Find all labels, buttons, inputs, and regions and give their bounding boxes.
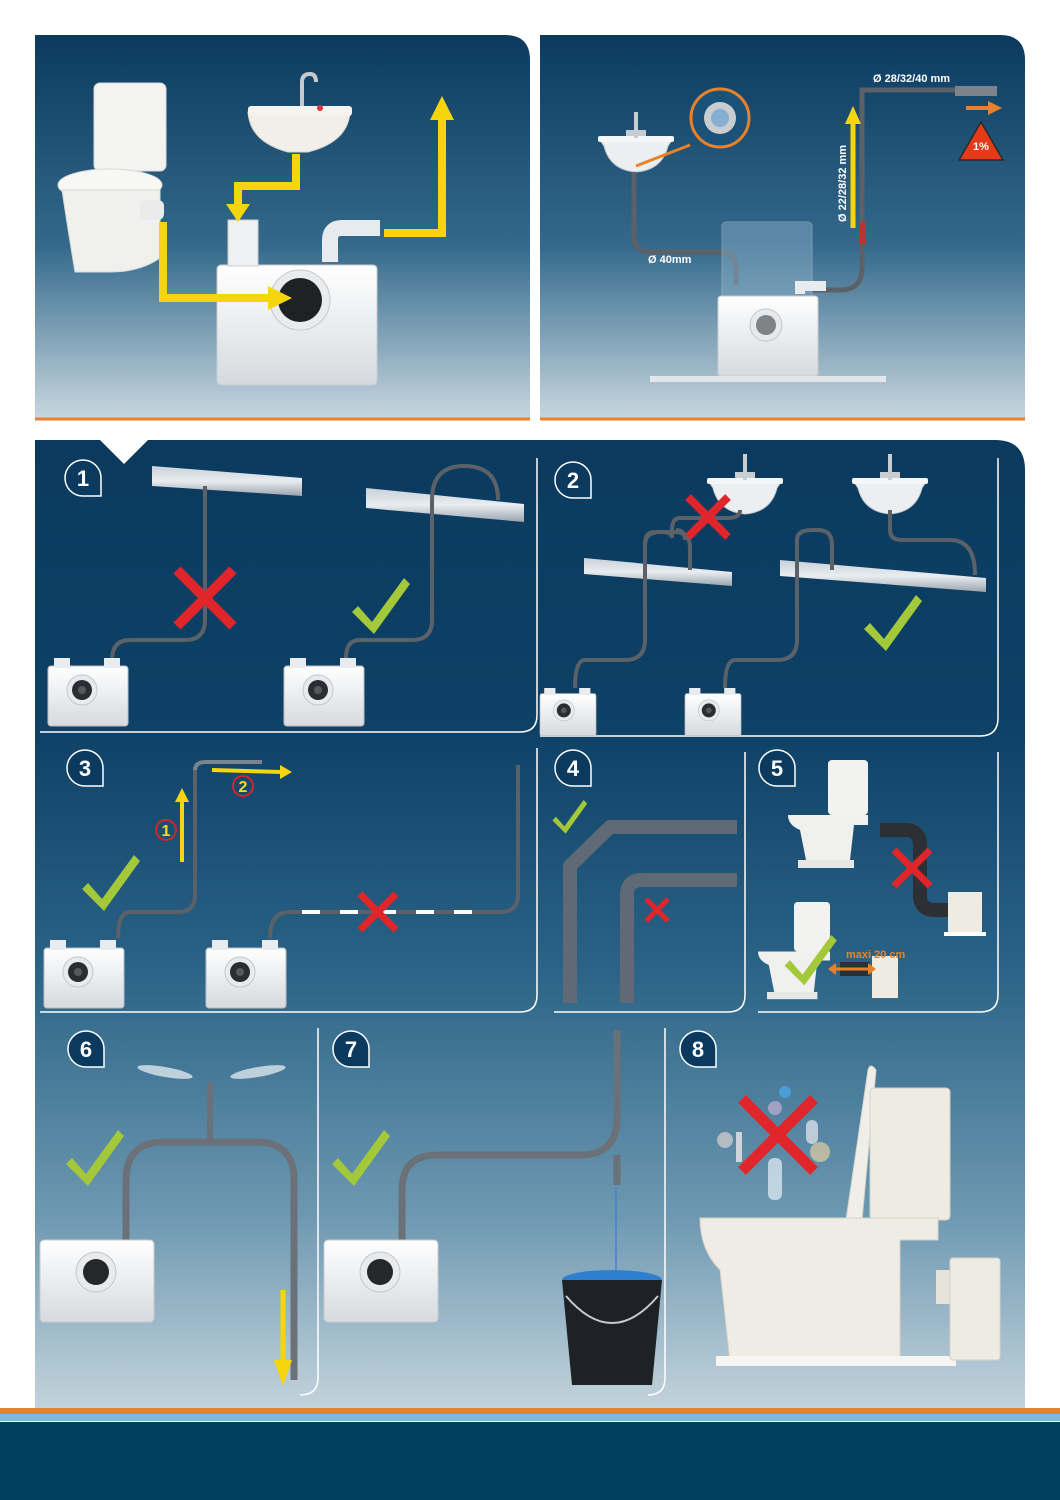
cross-icon [644,897,670,923]
pump-discharge-arrow [384,118,446,237]
svg-text:1: 1 [77,466,89,491]
cross-icon [685,494,731,540]
slope-warning-badge: 1% [957,120,1005,161]
svg-text:8: 8 [692,1037,704,1062]
step-badges: 1 2 3 4 5 6 7 8 [64,459,796,1068]
sequence-marker-2: 2 [232,775,254,797]
step-8-badge: 8 [679,1030,717,1068]
toilet-illustration [57,82,167,273]
step-2-illustration [539,453,986,736]
svg-text:5: 5 [771,756,783,781]
pump-illustration [39,1239,155,1323]
step-3-badge: 3 [66,749,104,787]
page-footer [0,1408,1060,1500]
step-1-illustration [47,463,524,727]
cross-icon [738,1095,818,1175]
step-4-illustration [552,800,737,1003]
svg-text:3: 3 [79,756,91,781]
foreign-objects-icon [717,1086,830,1200]
step-frames [40,458,999,1396]
sequence-marker-1: 1 [155,819,177,841]
svg-text:4: 4 [567,756,580,781]
svg-text:6: 6 [80,1037,92,1062]
bucket-icon [562,1270,662,1385]
pump-with-tank-illustration [650,221,886,382]
slope-label: 1% [973,141,989,153]
step-7-badge: 7 [332,1030,370,1068]
overview-left-panel [35,35,530,421]
cross-icon [891,847,933,889]
max-distance-label: maxi 20 cm [846,949,906,961]
cross-icon [173,566,237,630]
step-8-illustration [699,1065,1001,1366]
pump-illustration [323,1239,439,1323]
svg-text:7: 7 [345,1037,357,1062]
step-5-illustration: maxi 20 cm [758,760,986,1000]
svg-text:2: 2 [567,468,579,493]
basin-to-pump-arrow [234,154,300,208]
flow-arrows [159,118,446,302]
svg-text:2: 2 [239,779,248,796]
step-6-badge: 6 [67,1030,105,1068]
step-4-badge: 4 [554,749,592,787]
riser-pipe-diameter-label: Ø 22/28/32 mm [837,145,849,222]
toilet-to-pump-arrow [159,222,270,302]
svg-text:1: 1 [162,823,171,840]
step-1-badge: 1 [64,459,102,497]
cross-icon [357,891,399,933]
drain-grate-zoom-icon [635,87,751,168]
step-2-badge: 2 [554,461,592,499]
basin-pipe-diameter-label: Ø 40mm [648,254,692,266]
horizontal-pipe-diameter-label: Ø 28/32/40 mm [873,73,950,85]
step-7-illustration [323,1030,662,1385]
step-6-illustration [39,1065,298,1386]
washbasin-illustration [247,71,352,153]
step-3-illustration: 1 2 [43,760,520,1009]
overview-right-panel: 1% Ø 40mm Ø 28/32/40 mm Ø 22/28/32 mm [540,35,1025,421]
step-5-badge: 5 [758,749,796,787]
